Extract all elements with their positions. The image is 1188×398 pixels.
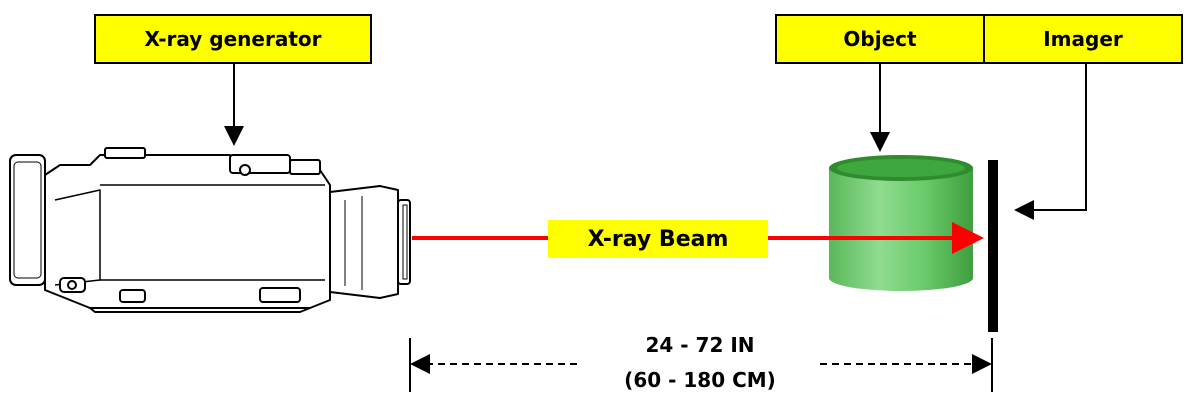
object-label: Object — [775, 14, 985, 64]
xray-generator-device — [9, 147, 411, 313]
imager-plate — [988, 160, 998, 332]
generator-label: X-ray generator — [94, 14, 372, 64]
distance-inches: 24 - 72 IN — [645, 333, 755, 357]
imager-label: Imager — [983, 14, 1183, 64]
object-cylinder — [829, 155, 973, 291]
beam-label: X-ray Beam — [548, 220, 768, 258]
distance-cm: (60 - 180 CM) — [624, 368, 776, 392]
imager-pointer-arrow — [1014, 62, 1087, 220]
